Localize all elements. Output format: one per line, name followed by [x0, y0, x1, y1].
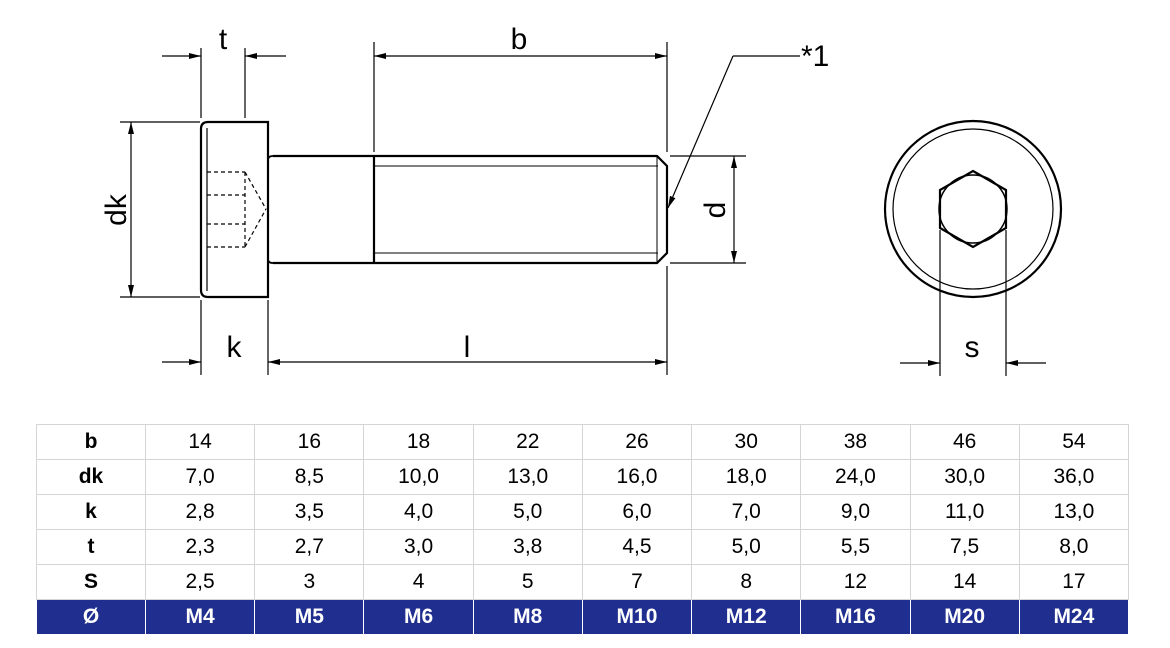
- table-cell: 8,5: [254, 459, 365, 495]
- hidden-socket-lines: [207, 171, 267, 248]
- table-cell: 26: [581, 424, 693, 460]
- table-cell: 4: [363, 564, 474, 600]
- row-header: dk: [36, 459, 146, 495]
- table-cell: 22: [472, 424, 583, 460]
- label-dk: dk: [100, 193, 133, 226]
- shank-outline: [273, 154, 669, 265]
- table-cell: 7,0: [691, 494, 802, 530]
- table-cell: 13,0: [1018, 494, 1130, 530]
- table-cell: 5,0: [691, 529, 802, 565]
- label-note: *1: [801, 40, 829, 73]
- row-header: b: [36, 424, 146, 460]
- table-cell: 14: [144, 424, 256, 460]
- table-cell: 3,0: [363, 529, 474, 565]
- table-cell: M10: [581, 599, 693, 635]
- table-cell: M20: [909, 599, 1020, 635]
- table-cell: M16: [800, 599, 911, 635]
- label-l: l: [464, 331, 471, 364]
- table-cell: 3: [254, 564, 365, 600]
- table-cell: 13,0: [472, 459, 583, 495]
- table-cell: 2,7: [254, 529, 365, 565]
- table-cell: 6,0: [581, 494, 693, 530]
- table-cell: 5: [472, 564, 583, 600]
- note-leader: [667, 55, 800, 209]
- screw-head-outline: [199, 120, 270, 299]
- table-cell: 18: [363, 424, 474, 460]
- table-cell: 2,5: [144, 564, 256, 600]
- table-cell: 16: [254, 424, 365, 460]
- label-s: s: [965, 331, 980, 364]
- label-t: t: [219, 23, 228, 56]
- table-cell: 16,0: [581, 459, 693, 495]
- screw-side-view: [199, 120, 669, 299]
- screw-technical-drawing: t b *1 dk d k l: [100, 23, 1063, 376]
- table-cell: 18,0: [691, 459, 802, 495]
- screw-end-view: [883, 119, 1063, 299]
- table-cell: 9,0: [800, 494, 911, 530]
- table-cell: M5: [254, 599, 365, 635]
- hex-socket: [938, 169, 1008, 249]
- table-cell: 5,5: [800, 529, 911, 565]
- dimension-dk: [120, 121, 200, 298]
- dimension-b: [373, 42, 668, 152]
- table-cell: M6: [363, 599, 474, 635]
- table-cell: 36,0: [1018, 459, 1130, 495]
- table-cell: 30,0: [909, 459, 1020, 495]
- head-inner-circle: [892, 128, 1054, 290]
- table-cell: M12: [691, 599, 802, 635]
- table-cell: 24,0: [800, 459, 911, 495]
- table-cell: 10,0: [363, 459, 474, 495]
- row-header: S: [36, 564, 146, 600]
- dimension-k-l: [162, 266, 668, 375]
- dimension-d: [670, 155, 746, 264]
- label-b: b: [511, 23, 528, 56]
- head-outer-circle: [883, 119, 1063, 299]
- table-cell: 17: [1018, 564, 1130, 600]
- table-cell: 54: [1018, 424, 1130, 460]
- table-cell: 4,0: [363, 494, 474, 530]
- table-cell: 38: [800, 424, 911, 460]
- table-cell: 30: [691, 424, 802, 460]
- row-header: Ø: [36, 599, 146, 635]
- table-cell: 4,5: [581, 529, 693, 565]
- table-cell: 7: [581, 564, 693, 600]
- table-cell: 46: [909, 424, 1020, 460]
- table-cell: 2,3: [144, 529, 256, 565]
- table-cell: 3,5: [254, 494, 365, 530]
- label-d: d: [699, 202, 732, 219]
- row-header: t: [36, 529, 146, 565]
- table-cell: 3,8: [472, 529, 583, 565]
- table-cell: 2,8: [144, 494, 256, 530]
- table-cell: 11,0: [909, 494, 1020, 530]
- dimension-s: [900, 230, 1046, 376]
- row-header: k: [36, 494, 146, 530]
- table-cell: 14: [909, 564, 1020, 600]
- table-cell: 12: [800, 564, 911, 600]
- table-cell: M8: [472, 599, 583, 635]
- table-cell: 8,0: [1018, 529, 1130, 565]
- dimension-t: [162, 48, 286, 118]
- table-cell: 7,0: [144, 459, 256, 495]
- table-cell: M4: [144, 599, 256, 635]
- label-k: k: [227, 331, 243, 364]
- table-cell: 8: [691, 564, 802, 600]
- table-cell: 5,0: [472, 494, 583, 530]
- table-cell: 7,5: [909, 529, 1020, 565]
- table-cell: M24: [1018, 599, 1130, 635]
